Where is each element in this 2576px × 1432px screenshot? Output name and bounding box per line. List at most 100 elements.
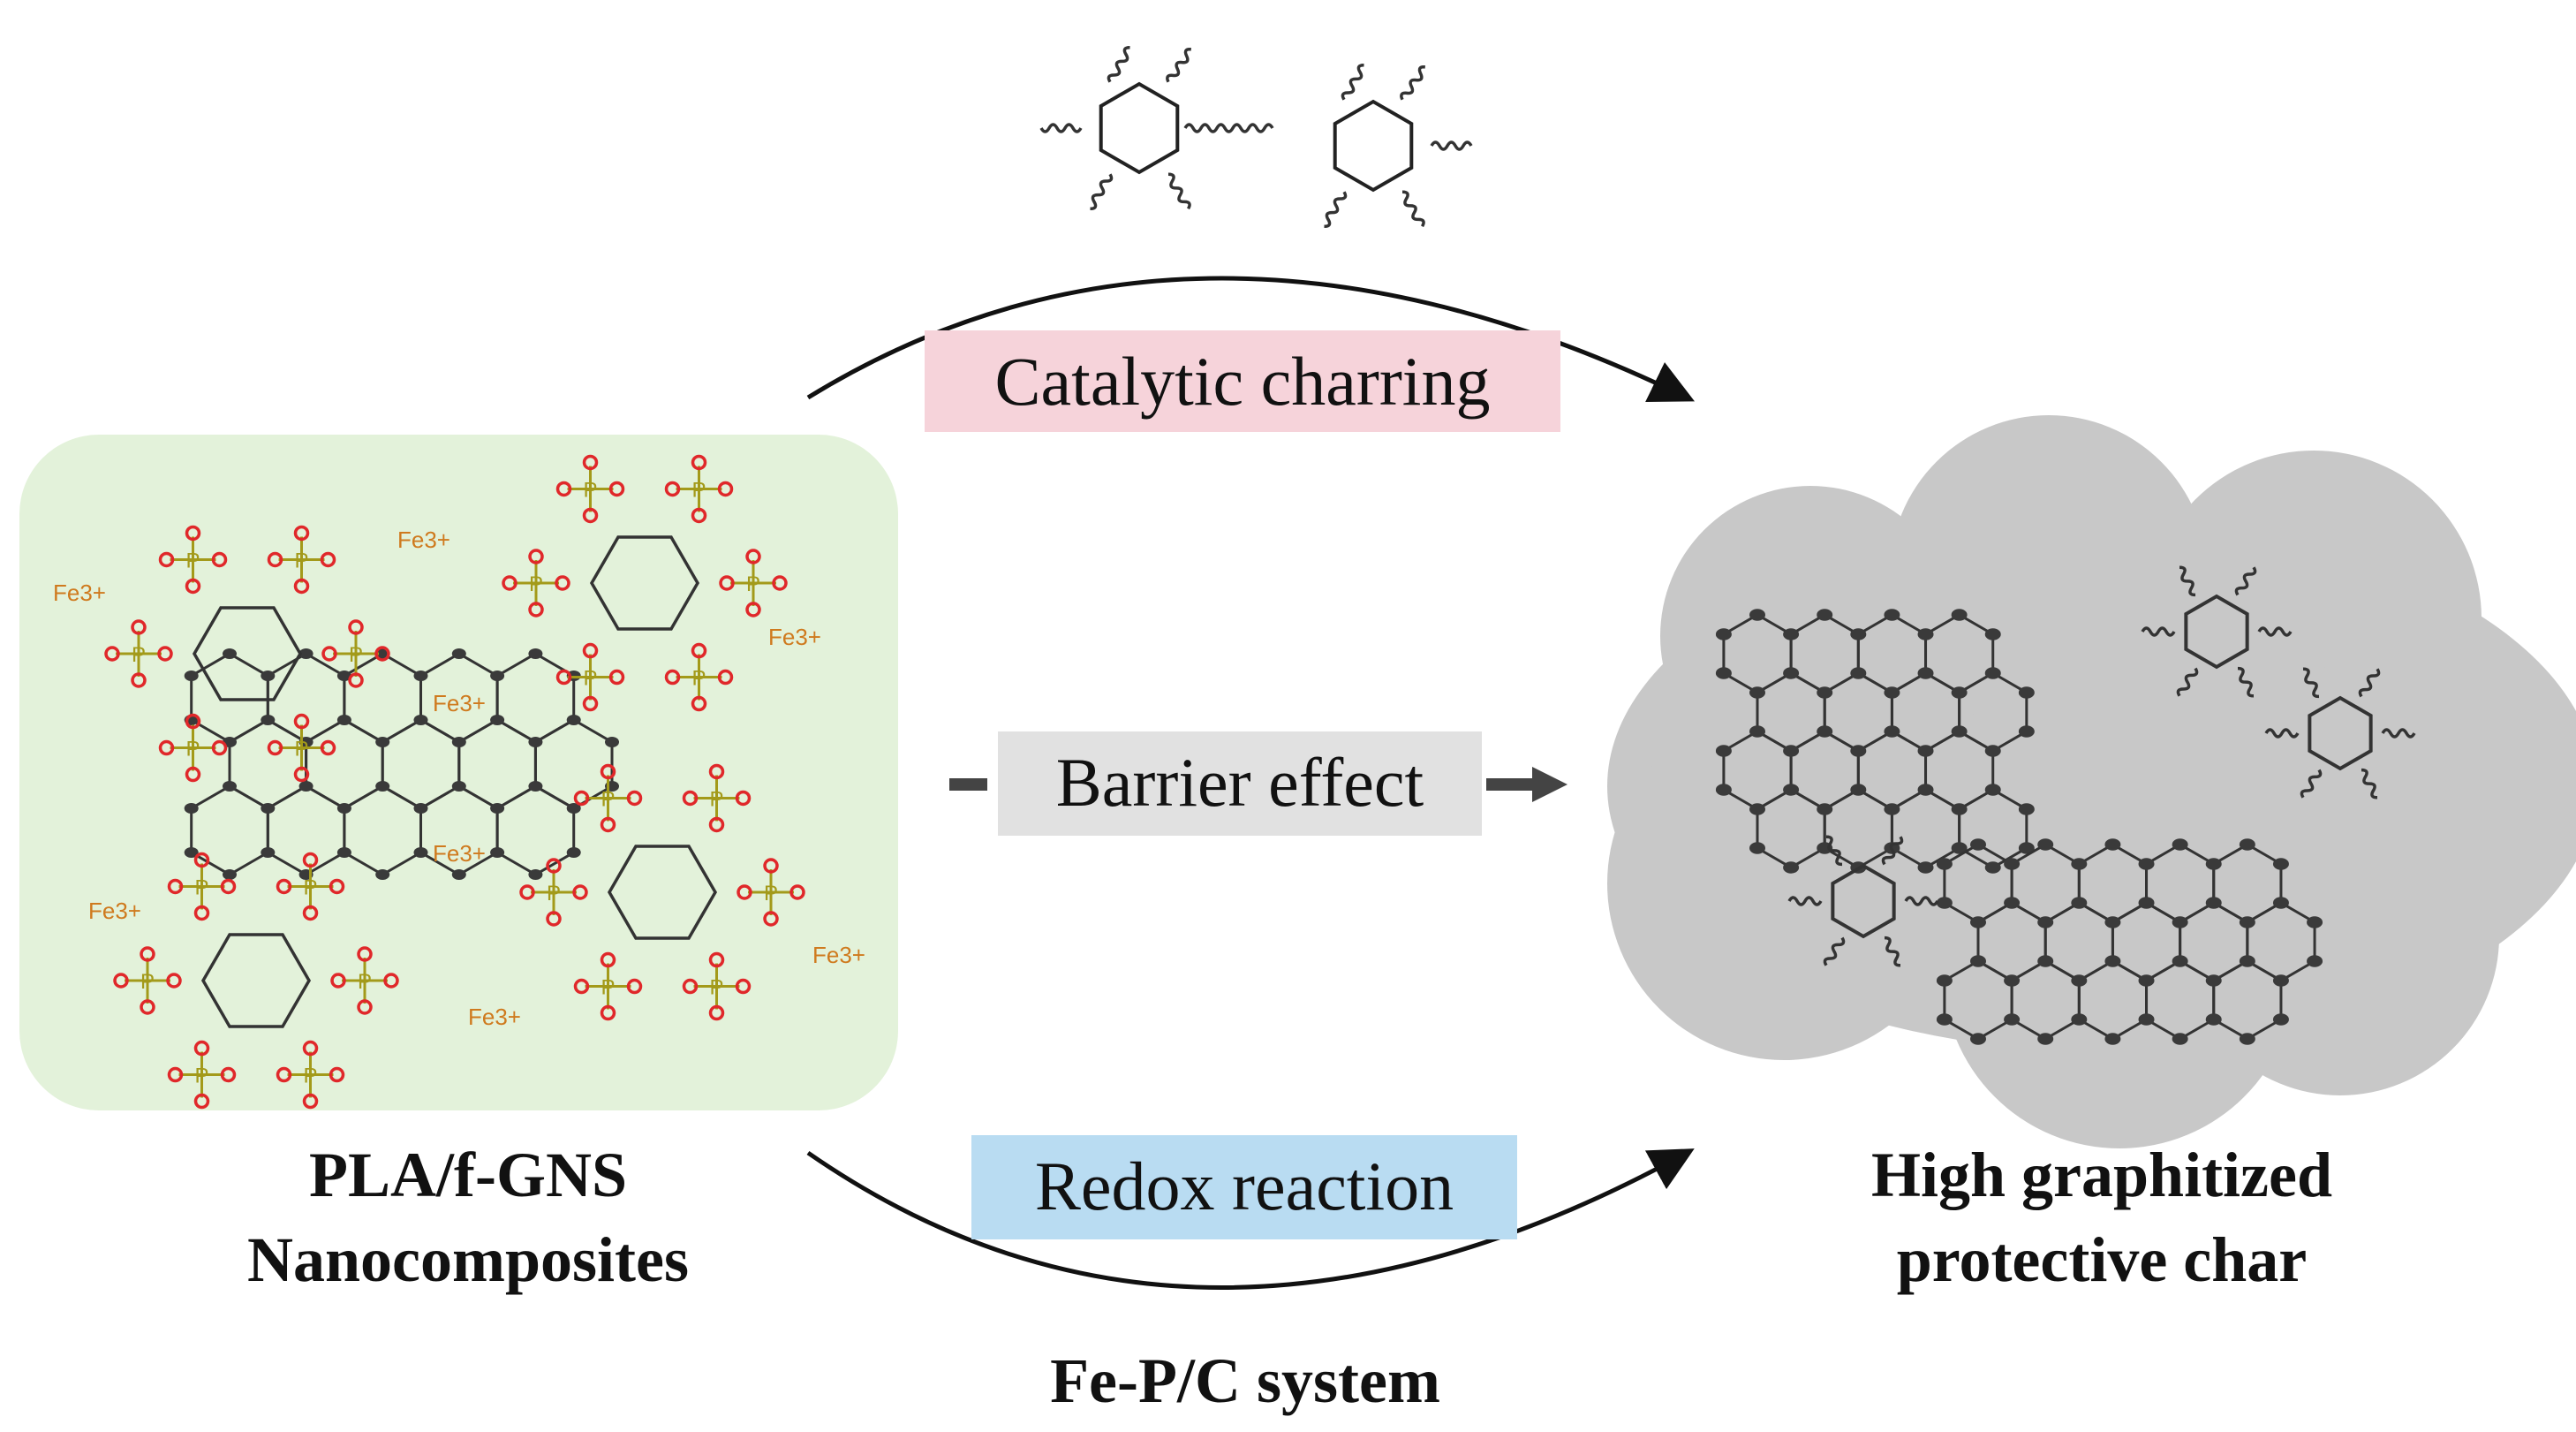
carbon-atom [2239, 955, 2255, 967]
phosphate-group: P [267, 525, 336, 595]
carbon-atom [2071, 1013, 2088, 1026]
oxygen-atom [708, 1004, 725, 1021]
iron-ion: Fe3+ [397, 527, 450, 553]
alkyl-chain [1341, 64, 1364, 101]
oxygen-atom [708, 763, 725, 780]
phosphate-group: P [167, 852, 237, 921]
oxygen-atom [329, 878, 345, 895]
phosphorus-atom: P [601, 787, 615, 811]
oxygen-atom [789, 884, 805, 900]
carbon-atom [2138, 897, 2155, 909]
carbon-atom [2037, 955, 2054, 967]
phosphorus-atom: P [709, 976, 723, 1000]
char-cloud [1607, 415, 2576, 1148]
oxygen-atom [626, 978, 643, 995]
carbon-atom [1970, 916, 1986, 928]
alkyl-chain [1167, 172, 1191, 210]
phosphate-group: P [321, 619, 390, 688]
carbon-atom [223, 869, 237, 880]
oxygen-atom [158, 739, 175, 756]
carbon-atom [1817, 609, 1833, 621]
barrier-effect-box [998, 731, 1482, 836]
iron-ion: Fe3+ [468, 1004, 521, 1030]
carbon-atom [2004, 974, 2021, 987]
carbon-atom [566, 847, 581, 858]
iron-ion: Fe3+ [88, 898, 141, 924]
phosphorus-atom: P [691, 478, 706, 502]
carbon-atom [2172, 838, 2188, 851]
oxygen-atom [276, 1066, 292, 1083]
oxygen-atom [573, 790, 590, 807]
alkyl-chain [2179, 565, 2196, 597]
oxygen-atom [211, 551, 228, 568]
carbon-atom [2239, 1033, 2255, 1045]
carbon-atom [2037, 1033, 2054, 1045]
carbon-atom [261, 803, 276, 814]
carbon-atom [1783, 628, 1800, 640]
carbon-atom [1970, 955, 1986, 967]
oxygen-atom [220, 878, 237, 895]
carbon-atom [1715, 628, 1732, 640]
oxygen-atom [717, 481, 734, 497]
phosphate-group: P [664, 454, 734, 524]
carbon-atom [413, 803, 428, 814]
phosphate-group: P [664, 642, 734, 712]
carbon-atom [2138, 858, 2155, 870]
phosphate-group: P [276, 1040, 345, 1110]
phosphate-group: P [682, 763, 752, 833]
phosphorus-atom: P [358, 970, 372, 994]
catalytic-charring-label: Catalytic charring [994, 343, 1491, 420]
oxygen-atom [737, 884, 752, 900]
carbon-atom [1917, 628, 1934, 640]
oxygen-atom [185, 525, 201, 542]
carbon-atom [2104, 1033, 2121, 1045]
carbon-atom [1850, 784, 1867, 796]
carbon-atom [1984, 667, 2001, 679]
alkyl-chain [1401, 190, 1425, 228]
carbon-atom [375, 869, 390, 880]
carbon-atom [1917, 861, 1934, 874]
alkyl-chain [1400, 65, 1425, 101]
oxygen-atom [293, 713, 310, 730]
iron-ion: Fe3+ [433, 840, 486, 867]
carbon-atom [1984, 861, 2001, 874]
phosphorus-atom: P [349, 643, 363, 667]
oxygen-atom [735, 978, 752, 995]
alkyl-chain [2237, 666, 2255, 698]
carbon-atom [413, 671, 428, 681]
carbon-atom [1951, 686, 1968, 699]
oxygen-atom [140, 999, 155, 1015]
carbon-atom [1917, 745, 1934, 757]
oxygen-atom [211, 739, 228, 756]
oxygen-atom [600, 816, 616, 833]
carbon-atom [451, 869, 466, 880]
carbon-atom [2307, 955, 2323, 967]
phosphorus-atom: P [294, 549, 308, 572]
oxygen-atom [302, 1093, 319, 1110]
oxygen-atom [158, 551, 175, 568]
carbon-atom [1984, 745, 2001, 757]
barrier-effect-label: Barrier effect [1055, 744, 1424, 821]
carbon-atom [1817, 725, 1833, 738]
oxygen-atom [104, 646, 120, 662]
carbon-atom [1715, 745, 1732, 757]
carbon-atom [2004, 858, 2021, 870]
carbon-atom [528, 648, 543, 659]
carbon-atom [413, 847, 428, 858]
carbon-atom [1984, 784, 2001, 796]
oxygen-atom [357, 946, 373, 962]
oxygen-atom [185, 766, 201, 783]
left-caption-line1: PLA/f-GNS [309, 1140, 627, 1210]
oxygen-atom [717, 669, 734, 686]
oxygen-atom [555, 575, 570, 591]
oxygen-atom [276, 878, 292, 895]
oxygen-atom [555, 669, 572, 686]
phosphate-group: P [276, 852, 345, 921]
oxygen-atom [167, 1066, 184, 1083]
carbon-atom [490, 847, 505, 858]
carbon-atom [261, 671, 276, 681]
carbon-atom [2018, 842, 2035, 854]
iron-ion: Fe3+ [812, 942, 865, 968]
oxygen-atom [626, 790, 643, 807]
